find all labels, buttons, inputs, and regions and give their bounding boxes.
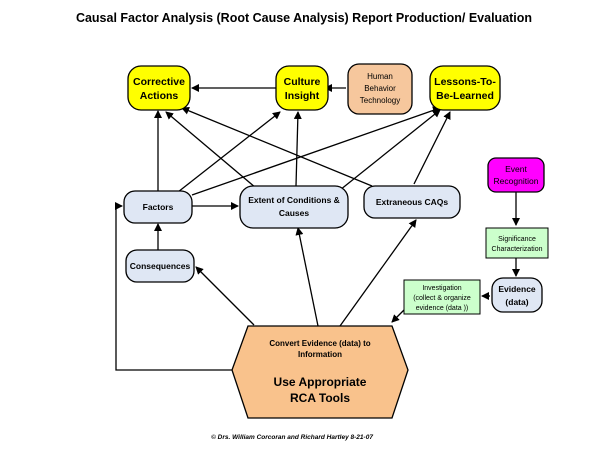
extent-line1: Extent of Conditions & <box>248 195 340 205</box>
node-corrective-actions[interactable]: Corrective Actions <box>127 65 191 111</box>
lessons-line2: Be-Learned <box>436 90 494 102</box>
arrow-convert-to-factors <box>115 202 236 371</box>
arrow-extent-to-culture <box>293 111 302 187</box>
investigation-line3: evidence (data )) <box>416 305 469 312</box>
convert-line1: Convert Evidence (data) to <box>269 339 370 348</box>
investigation-line2: (collect & organize <box>413 295 471 302</box>
human-line1: Human <box>367 72 393 81</box>
human-line2: Behavior <box>364 84 396 93</box>
corrective-line2: Actions <box>140 90 179 102</box>
node-consequences[interactable]: Consequences <box>125 249 195 283</box>
arrow-convert-to-extraneous <box>339 219 417 327</box>
corrective-line1: Corrective <box>133 76 185 88</box>
arrow-convert-to-consequences <box>195 266 255 326</box>
arrow-factors-to-lessons <box>191 106 441 196</box>
significance-line1: Significance <box>498 236 536 243</box>
arrow-extent-to-lessons <box>339 109 441 191</box>
node-significance-characterization[interactable]: Significance Characterization <box>485 227 549 259</box>
convert-line3: Use Appropriate <box>274 375 367 389</box>
node-factors[interactable]: Factors <box>123 190 193 224</box>
event-line2: Recognition <box>494 176 539 186</box>
culture-line1: Culture <box>284 76 321 88</box>
node-convert-evidence-rca-tools[interactable]: Convert Evidence (data) to Information U… <box>231 325 409 419</box>
node-extraneous-caqs[interactable]: Extraneous CAQs <box>363 185 461 219</box>
arrow-factors-to-culture <box>177 111 281 193</box>
arrow-extent-to-corrective <box>165 111 257 189</box>
arrow-extraneous-to-corrective <box>181 106 373 187</box>
factors-label: Factors <box>143 202 174 212</box>
significance-line2: Characterization <box>492 246 543 253</box>
node-extent-of-conditions[interactable]: Extent of Conditions & Causes <box>239 185 349 229</box>
node-culture-insight[interactable]: Culture Insight <box>275 65 329 111</box>
consequences-label: Consequences <box>130 261 191 271</box>
copyright-notice: © Drs. William Corcoran and Richard Hart… <box>211 433 373 441</box>
node-evidence[interactable]: Evidence (data) <box>491 277 543 313</box>
human-line3: Technology <box>360 96 400 105</box>
culture-line2: Insight <box>285 90 320 102</box>
extent-line2: Causes <box>279 208 310 218</box>
connectors <box>115 84 520 371</box>
diagram-title: Causal Factor Analysis (Root Cause Analy… <box>76 11 532 25</box>
node-event-recognition[interactable]: Event Recognition <box>487 157 545 193</box>
convert-line4: RCA Tools <box>290 391 350 405</box>
lessons-line1: Lessons-To- <box>434 76 496 88</box>
evidence-line1: Evidence <box>498 284 536 294</box>
investigation-line1: Investigation <box>422 285 461 292</box>
evidence-line2: (data) <box>505 297 528 307</box>
extraneous-label: Extraneous CAQs <box>376 197 449 207</box>
event-line1: Event <box>505 164 527 174</box>
node-investigation[interactable]: Investigation (collect & organize eviden… <box>403 279 481 315</box>
arrow-extraneous-to-lessons <box>413 111 451 185</box>
arrow-convert-to-extent <box>295 227 319 327</box>
convert-line2: Information <box>298 350 342 359</box>
node-human-behavior-technology[interactable]: Human Behavior Technology <box>347 63 413 115</box>
node-lessons-to-be-learned[interactable]: Lessons-To- Be-Learned <box>429 65 501 111</box>
